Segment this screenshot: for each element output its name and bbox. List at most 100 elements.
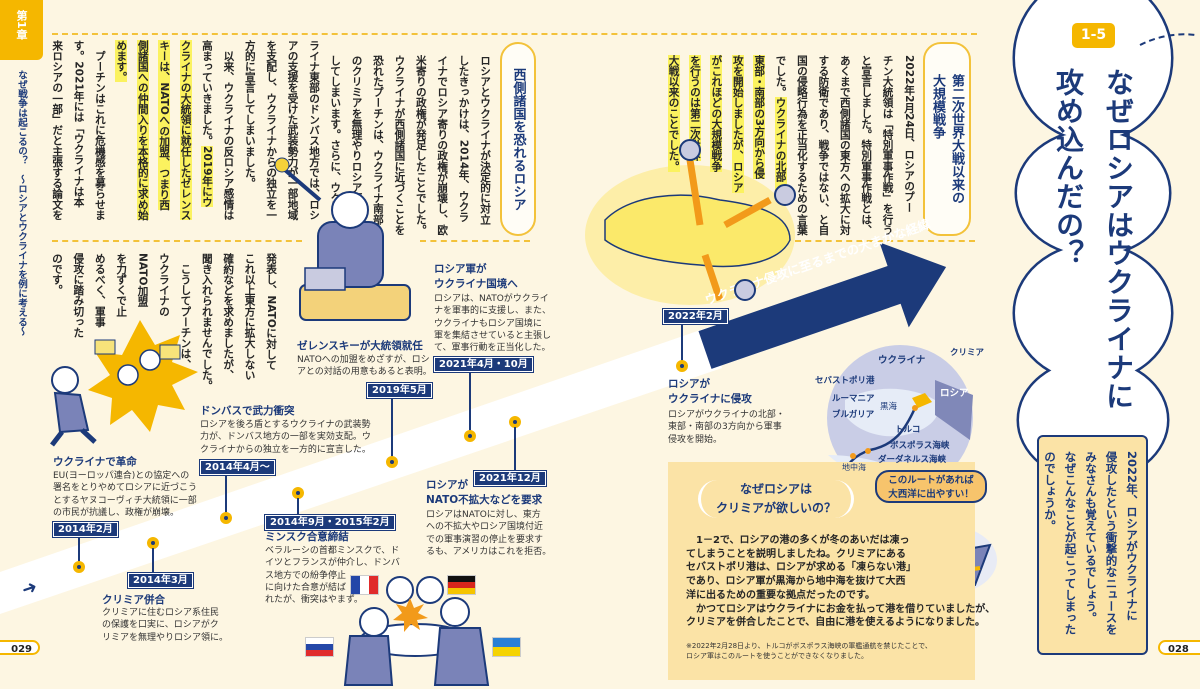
text-line: 大西洋に出やすい！ xyxy=(888,489,974,500)
event-date: 2021年12月 xyxy=(473,470,547,487)
highlighted-text: クライナの大統領に就任したゼレンス xyxy=(179,40,192,221)
event-date: 2014年3月 xyxy=(127,572,194,589)
event-title: ドンバスで武力衝突 xyxy=(200,404,295,419)
text-line: ウクライナもロシア国境に xyxy=(434,318,542,329)
timeline-dot[interactable] xyxy=(386,456,398,468)
text-line: への不拡大やロシア国境付近 xyxy=(426,522,544,533)
text-line: 国の侵略行為を正当化するための言葉 xyxy=(795,55,808,236)
text-line: ロシアは、NATOがウクライ xyxy=(434,294,549,304)
timeline-dot[interactable] xyxy=(73,561,85,573)
heading-lines: 西側諸国を恐れるロシア xyxy=(509,68,528,211)
event-date: 2022年2月 xyxy=(662,308,729,325)
text-line: 力が、ドンバス地方の一部を実効支配。ウ xyxy=(200,432,371,443)
text-line: の保護を口実に、ロシアがク xyxy=(102,620,219,631)
map-label-bulgaria: ブルガリア xyxy=(832,410,875,420)
timeline-dot[interactable] xyxy=(464,430,476,442)
chapter-subtitle: なぜ戦争は起こるの？ ～ロシアとウクライナを例に考える～ xyxy=(16,70,27,336)
text-line: ス地方での紛争停止 xyxy=(265,570,347,581)
germany-flag xyxy=(447,575,476,595)
text-line: 以来、ウクライナの反ロシア感情は xyxy=(222,40,235,221)
highlighted-text: 東部・南部の3方向から侵 xyxy=(753,55,766,179)
text-line: EU(ヨーロッパ連合)との協定への xyxy=(53,471,190,481)
event-desc: EU(ヨーロッパ連合)との協定への署名をとりやめてロシアに近づこうとするヤヌコー… xyxy=(53,470,197,519)
timeline-dot[interactable] xyxy=(147,537,159,549)
text-line: リミアを無理やりロシア領に。 xyxy=(102,632,229,643)
text-line: このルートがあれば xyxy=(888,475,974,486)
intro-text: 2022年、ロシアがウクライナに侵攻したという衝撃的なニュースをみなさんも覚えて… xyxy=(1040,451,1143,651)
text-line: NATO不拡大などを要求 xyxy=(426,494,543,506)
text-line: 西側諸国を恐れるロシア xyxy=(510,67,526,211)
timeline-dot[interactable] xyxy=(220,512,232,524)
text-line: これ以上東方に拡大しない xyxy=(243,253,256,381)
event-connector xyxy=(681,324,683,362)
event-connector xyxy=(297,498,299,516)
text-line: 方的に宣言してしまいました。 xyxy=(243,40,256,189)
page-number-right: 028 xyxy=(1158,640,1200,655)
text-line: とするヤヌコーヴィチ大統領に一部 xyxy=(53,495,197,506)
text-line: す。2021年には「ウクライナは本 xyxy=(72,40,85,208)
highlighted-text: キーは、NATOへの加盟、つまり西 xyxy=(158,40,171,211)
chapter-tab: 第1章 xyxy=(0,0,43,60)
text-line: であり、ロシア軍が黒海から地中海を抜けて大西 xyxy=(686,576,906,588)
map-label-dardanelles: ダーダネルス海峡 xyxy=(878,455,947,465)
text-line: 第二次世界大戦以来の xyxy=(949,74,964,204)
text-line: 聞き入れられませんでした。 xyxy=(200,253,213,391)
text-segment: でした。 xyxy=(774,55,787,98)
event-connector xyxy=(514,427,516,473)
text-line: めるべく、軍事 xyxy=(93,253,106,328)
text-line: 側諸国への仲間入りを本格的に求め始 xyxy=(131,40,152,235)
text-line: ロシアとウクライナが決定的に対立 xyxy=(479,55,491,225)
text-line: クリミアに住むロシア系住民 xyxy=(102,608,220,618)
text-line: なぜこんなことが起こってしまった xyxy=(1063,451,1078,635)
text-line: 署名をとりやめてロシアに近づこう xyxy=(53,483,198,494)
text-line: 恐れたプーチンは、ウクライナ南部 xyxy=(371,55,384,225)
event-desc: ロシアはNATOに対し、東方への不拡大やロシア国境付近での軍事演習の停止を要求す… xyxy=(426,509,551,558)
text-line: れたが、衝突はやまず。 xyxy=(265,595,363,606)
text-line: 侵攻したという衝撃的なニュースを xyxy=(1104,451,1119,635)
map-label-mediterranean: 地中海 xyxy=(842,463,866,472)
text-line: 東部・南部の3方向から侵 xyxy=(748,55,769,240)
highlighted-text: めます。 xyxy=(115,40,128,83)
section-heading-ww2: 第二次世界大戦以来の大規模戦争 xyxy=(923,42,971,236)
russia-flag xyxy=(305,637,334,657)
text-line: ロシアを後ろ盾とするウクライナの武装勢 xyxy=(200,420,371,430)
timeline-dot[interactable] xyxy=(292,487,304,499)
text-line: NATOへの加盟をめざすが、ロシ xyxy=(297,355,430,365)
text-line: を行うのは第二次世界 xyxy=(684,55,705,240)
text-line: 確約などを求めましたが、 xyxy=(222,253,235,381)
event-desc: ベラルーシの首都ミンスクで、ドイツとフランスが仲介し、ドンバス地方での紛争停止に… xyxy=(265,545,400,606)
text-line: ゼレンスキーが大統領就任 xyxy=(297,340,423,352)
text-line: かつてロシアはウクライナにお金を払って港を借りていましたが、 xyxy=(686,603,996,615)
chapter-tab-label: 第1章 xyxy=(15,10,28,40)
ukraine-flag xyxy=(492,637,521,657)
event-desc: ロシアを後ろ盾とするウクライナの武装勢力が、ドンバス地方の一部を実効支配。ウクラ… xyxy=(200,419,371,456)
text-line: 米寄りの政権が発足したことでした。 xyxy=(414,55,427,236)
map-label-turkey: トルコ xyxy=(895,425,921,435)
text-line: こうしてプーチンは、 xyxy=(179,253,192,370)
map-label-black-sea: 黒海 xyxy=(880,402,898,412)
event-connector xyxy=(78,537,80,565)
timeline-dot[interactable] xyxy=(509,416,521,428)
text-line: なぜロシアは xyxy=(739,482,812,496)
text-line: がこれほどの大規模戦争 xyxy=(705,55,726,240)
text-line: チン大統領は「特別軍事作戦」を行う xyxy=(881,55,894,236)
text-line: 大規模戦争 xyxy=(930,74,945,139)
divider-top xyxy=(52,33,977,35)
text-line: 侵攻を開始。 xyxy=(668,434,723,445)
event-connector xyxy=(152,548,154,573)
text-line: キーは、NATOへの加盟、つまり西 xyxy=(153,40,174,235)
text-line: NATO加盟 xyxy=(136,253,149,307)
timeline-dot[interactable] xyxy=(676,360,688,372)
heading-lines: 第二次世界大戦以来の大規模戦争 xyxy=(928,74,966,204)
event-desc: ロシアは、NATOがウクライナを軍事的に支援し、また、ウクライナもロシア国境に軍… xyxy=(434,293,551,354)
text-line: 東部・南部の3方向から軍事 xyxy=(668,422,782,433)
text-line: ウクライナが西側諸国に近づくことを xyxy=(393,55,406,236)
map-label-sevastopol: セバストポリ港 xyxy=(815,376,875,386)
text-line: プーチンはこれに危機感を募らせま xyxy=(93,40,106,221)
text-line: クリミアを併合したことで、自由に港を使えるようになりました。 xyxy=(686,617,985,629)
map-label-ukraine: ウクライナ xyxy=(878,355,926,366)
event-title: ゼレンスキーが大統領就任 xyxy=(297,339,423,354)
text-line: のです。 xyxy=(50,253,63,296)
